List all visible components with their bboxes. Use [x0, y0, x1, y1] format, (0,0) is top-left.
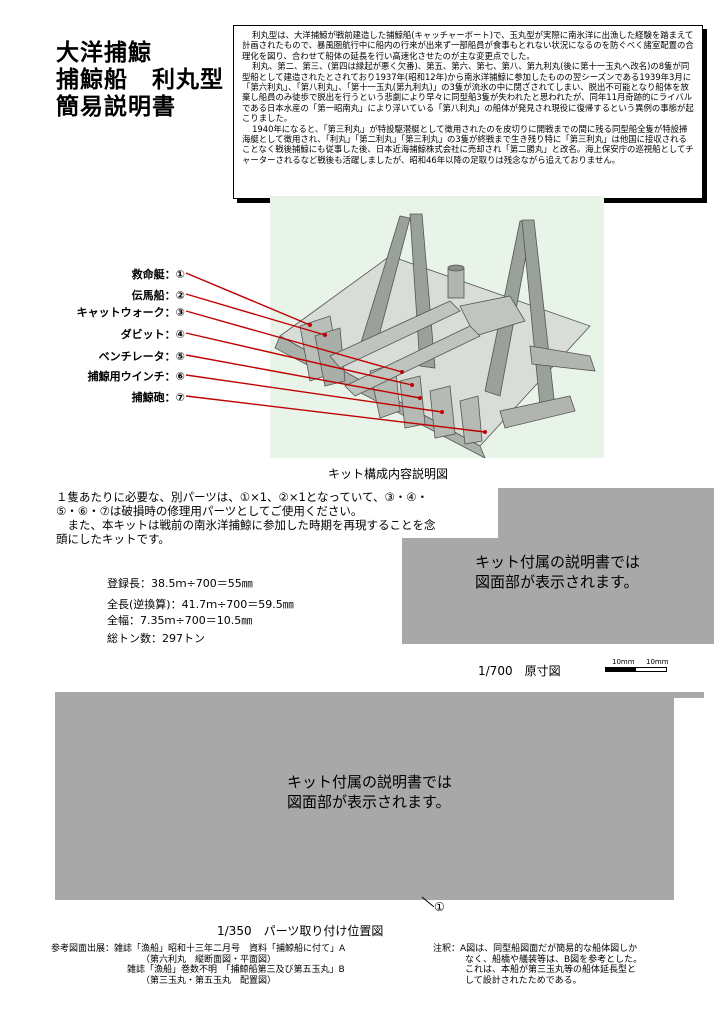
spec-tonnage: 総トン数：297トン	[107, 632, 205, 645]
kit-illustration	[270, 196, 604, 459]
kit-note-line: ⑤・⑥・⑦は破損時の修理用パーツとしてご使用ください。	[56, 504, 363, 518]
part-label-catwalk: キャットウォーク：③	[76, 306, 185, 319]
placeholder-text-line: 図面部が表示されます。	[475, 573, 639, 591]
drawing-placeholder-top-notch	[498, 488, 714, 540]
reference-line: 雑誌「漁船」巻数不明 「捕鯨船第三及び第五玉丸」B	[127, 965, 345, 975]
marker-arrow	[421, 896, 435, 908]
placeholder-text-line: 図面部が表示されます。	[287, 793, 451, 811]
title-line-1: 大洋捕鯨	[56, 40, 152, 66]
scale-700-label: 1/700 原寸図	[478, 664, 561, 678]
annotation-line: して設計されたためである。	[465, 975, 582, 986]
scale-350-label: 1/350 パーツ取り付け位置図	[217, 924, 384, 938]
part-label-winch: 捕鯨用ウインチ：⑥	[87, 370, 185, 383]
drawing-placeholder-top: キット付属の説明書では 図面部が表示されます。	[402, 538, 714, 644]
references-label: 参考図面出展：	[51, 944, 115, 954]
reference-line: （第三玉丸・第五玉丸 配置図）	[141, 975, 277, 986]
annotation: 注釈：A図は、同型船図面だが簡易的な船体図しか なく、船橋や艤装等は、B図を参考…	[433, 944, 693, 986]
kit-note-line: １隻あたりに必要な、別パーツは、①×1、②×1となっていて、③・④・	[56, 490, 429, 504]
references: 参考図面出展：雑誌「漁船」昭和十三年二月号 資料「捕鯨船に付て」A （第六利丸 …	[51, 944, 431, 986]
drawing-placeholder-bottom: キット付属の説明書では 図面部が表示されます。	[55, 692, 674, 900]
description-box: 利丸型は、大洋捕鯨が戦前建造した捕鯨船(キャッチャーボート)で、玉丸型が実際に南…	[233, 25, 703, 199]
annotation-line: A図は、同型船図面だが簡易的な船体図しか	[460, 944, 638, 954]
placeholder-text-line: キット付属の説明書では	[475, 553, 641, 571]
kit-note-line: また、本キットは戦前の南氷洋捕鯨に参加した時期を再現することを念	[56, 518, 436, 532]
part-label-lifeboat: 救命艇：①	[131, 268, 185, 281]
description-paragraph-3: 1940年になると、「第三利丸」が特設駆潜艇として徴用されたのを皮切りに開戦まで…	[242, 123, 694, 165]
part-label-davit: ダビット：④	[120, 328, 185, 341]
document-title: 大洋捕鯨 捕鯨船 利丸型 簡易説明書	[56, 40, 224, 121]
description-paragraph-1: 利丸型は、大洋捕鯨が戦前建造した捕鯨船(キャッチャーボート)で、玉丸型が実際に南…	[242, 30, 694, 61]
reference-line: （第六利丸 縦断面図・平面図）	[141, 954, 277, 965]
placeholder-text-line: キット付属の説明書では	[287, 773, 453, 791]
annotation-line: なく、船橋や艤装等は、B図を参考とした。	[465, 954, 643, 965]
kit-note: １隻あたりに必要な、別パーツは、①×1、②×1となっていて、③・④・ ⑤・⑥・⑦…	[56, 490, 496, 546]
annotation-line: これは、本船が第三玉丸等の船体延長型と	[465, 965, 637, 975]
scale-bar-label-2: 10mm	[646, 658, 669, 666]
illustration-caption: キット構成内容説明図	[328, 467, 449, 481]
spec-registered-length: 登録長：38.5ｍ÷700＝55㎜	[107, 577, 253, 590]
spec-overall-length: 全長(逆換算)：41.7ｍ÷700＝59.5㎜	[107, 598, 294, 611]
spec-beam: 全幅：7.35ｍ÷700＝10.5㎜	[107, 614, 253, 627]
kit-note-line: 頭にしたキットです。	[56, 532, 170, 546]
title-line-3: 簡易説明書	[56, 94, 176, 120]
part-label-ventilator: ベンチレータ：⑤	[98, 350, 185, 363]
drawing-placeholder-bottom-tab	[674, 692, 704, 698]
scale-bar-label-1: 10mm	[612, 658, 635, 666]
part-label-tender: 伝馬船：②	[131, 289, 185, 302]
part-label-harpoon-gun: 捕鯨砲：⑦	[131, 391, 185, 404]
title-line-2: 捕鯨船 利丸型	[56, 67, 224, 93]
annotation-label: 注釈：	[433, 944, 461, 954]
scale-bar	[605, 667, 667, 672]
reference-line: 雑誌「漁船」昭和十三年二月号 資料「捕鯨船に付て」A	[114, 944, 346, 954]
description-paragraph-2: 利丸、第二、第三、(第四は縁起が悪く欠番)、第五、第六、第七、第八、第九利丸(後…	[242, 61, 694, 124]
whaler-3d-render	[274, 213, 596, 459]
marker-1: ①	[434, 900, 445, 914]
